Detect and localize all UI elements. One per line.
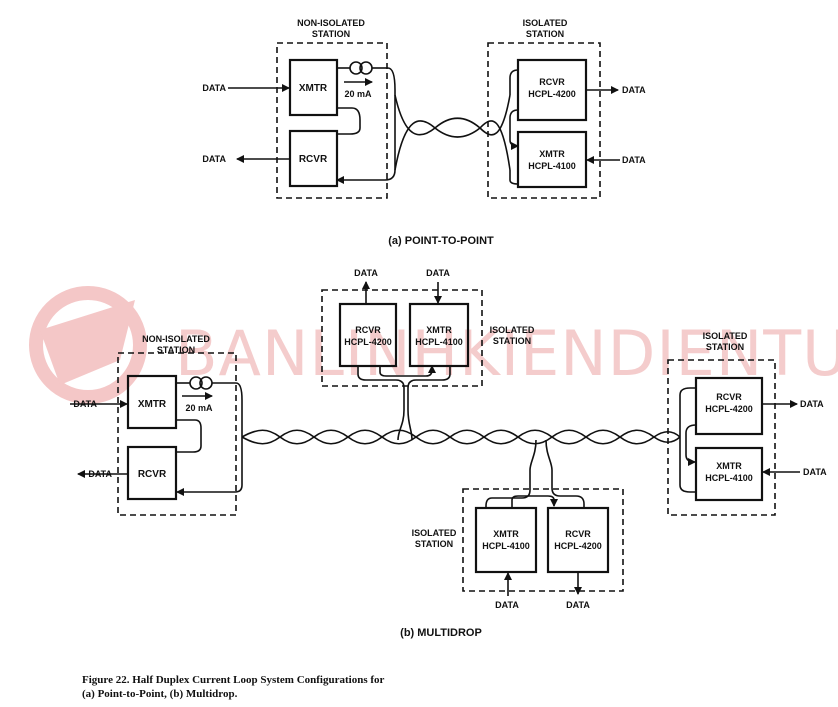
md-bottom-rcvr-part: HCPL-4200 bbox=[554, 541, 602, 551]
md-top-rcvr-box bbox=[338, 302, 398, 368]
md-top-xmtr-box bbox=[408, 302, 470, 368]
pp-current-label: 20 mA bbox=[344, 89, 372, 99]
md-right-rcvr-box bbox=[694, 376, 764, 436]
pp-iso-xmtr-part: HCPL-4100 bbox=[528, 161, 576, 171]
pp-iso-data-in-label: DATA bbox=[622, 155, 646, 165]
md-bus-wire-a bbox=[241, 429, 681, 445]
md-rcvr-label: RCVR bbox=[138, 469, 167, 480]
md-bottom-station-label-2: STATION bbox=[415, 539, 453, 549]
figure-caption-line2: (a) Point-to-Point, (b) Multidrop. bbox=[82, 688, 238, 700]
md-data-in-label: DATA bbox=[73, 399, 97, 409]
md-bottom-data-out-label: DATA bbox=[566, 600, 590, 610]
pp-twisted-pair-wire-b bbox=[394, 120, 511, 171]
md-bottom-station-label: ISOLATED bbox=[412, 528, 457, 538]
md-rcvr-box bbox=[126, 445, 178, 501]
md-right-enclosure bbox=[667, 359, 776, 516]
pp-isolated-label-2: STATION bbox=[526, 29, 564, 39]
figure-caption-line1: Figure 22. Half Duplex Current Loop Syst… bbox=[82, 674, 385, 686]
md-right-data-out-label: DATA bbox=[800, 399, 824, 409]
md-top-rcvr-part: HCPL-4200 bbox=[344, 337, 392, 347]
md-right-rcvr-part: HCPL-4200 bbox=[705, 404, 753, 414]
md-bottom-enclosure bbox=[462, 488, 624, 592]
pp-nonisolated-label-2: STATION bbox=[312, 29, 350, 39]
pp-xmtr-label: XMTR bbox=[299, 83, 328, 94]
md-top-xmtr-part: HCPL-4100 bbox=[415, 337, 463, 347]
md-xmtr-box bbox=[126, 374, 178, 430]
pp-data-out-label: DATA bbox=[202, 154, 226, 164]
md-top-enclosure bbox=[321, 289, 483, 387]
watermark-logo-icon bbox=[29, 286, 147, 404]
pp-data-in-label: DATA bbox=[202, 83, 226, 93]
md-bottom-xmtr-part: HCPL-4100 bbox=[482, 541, 530, 551]
pp-iso-rcvr-part: HCPL-4200 bbox=[528, 89, 576, 99]
md-top-station-label: ISOLATED bbox=[490, 325, 535, 335]
pp-iso-rcvr-label: RCVR bbox=[539, 77, 565, 87]
md-bottom-xmtr-box bbox=[474, 506, 538, 574]
pp-iso-data-out-label: DATA bbox=[622, 85, 646, 95]
md-current-label: 20 mA bbox=[185, 403, 213, 413]
md-bottom-rcvr-box bbox=[546, 506, 610, 574]
md-right-station-label: ISOLATED bbox=[703, 331, 748, 341]
pp-iso-xmtr-label: XMTR bbox=[539, 149, 565, 159]
pp-isolated-label: ISOLATED bbox=[523, 18, 568, 28]
pp-title: (a) POINT-TO-POINT bbox=[388, 235, 494, 247]
md-right-rcvr-label: RCVR bbox=[716, 392, 742, 402]
md-bottom-rcvr-label: RCVR bbox=[565, 529, 591, 539]
md-data-out-label: DATA bbox=[88, 469, 112, 479]
pp-twisted-pair-wire-a bbox=[394, 94, 511, 136]
pp-nonisolated-enclosure bbox=[276, 42, 388, 199]
md-top-xmtr-label: XMTR bbox=[426, 325, 452, 335]
md-right-xmtr-part: HCPL-4100 bbox=[705, 473, 753, 483]
pp-iso-xmtr-box bbox=[516, 130, 588, 189]
md-top-data-out-label: DATA bbox=[354, 268, 378, 278]
md-right-station-label-2: STATION bbox=[706, 342, 744, 352]
pp-nonisolated-label: NON-ISOLATED bbox=[297, 18, 365, 28]
md-bus-wire-b bbox=[241, 429, 681, 445]
md-nonisolated-label-2: STATION bbox=[157, 345, 195, 355]
md-nonisolated-label: NON-ISOLATED bbox=[142, 334, 210, 344]
md-bottom-data-in-label: DATA bbox=[495, 600, 519, 610]
pp-rcvr-label: RCVR bbox=[299, 154, 328, 165]
pp-isolated-enclosure bbox=[487, 42, 601, 199]
md-top-rcvr-label: RCVR bbox=[355, 325, 381, 335]
md-right-data-in-label: DATA bbox=[803, 467, 827, 477]
md-top-data-in-label: DATA bbox=[426, 268, 450, 278]
md-right-xmtr-label: XMTR bbox=[716, 461, 742, 471]
md-title: (b) MULTIDROP bbox=[400, 627, 482, 639]
md-top-station-label-2: STATION bbox=[493, 336, 531, 346]
md-bottom-xmtr-label: XMTR bbox=[493, 529, 519, 539]
pp-xmtr-box bbox=[288, 58, 339, 117]
md-xmtr-label: XMTR bbox=[138, 399, 167, 410]
pp-internal-loop bbox=[337, 107, 361, 135]
